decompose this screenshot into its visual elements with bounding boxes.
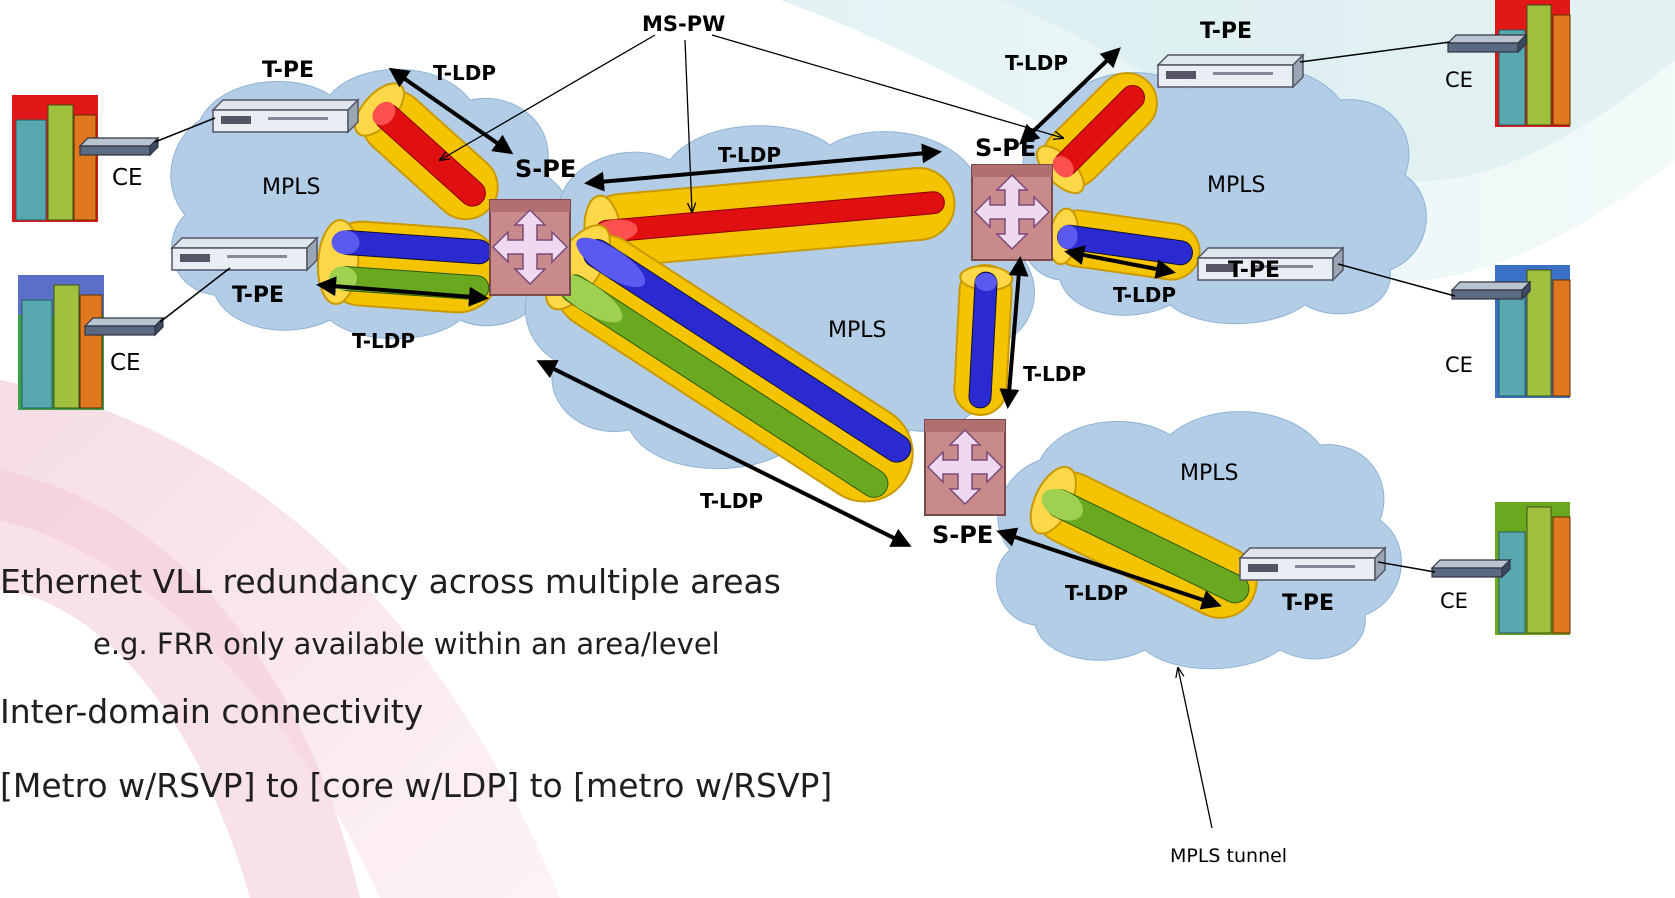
t-pe-router-icon [1156, 53, 1305, 89]
t-ldp-label: T-LDP [1113, 283, 1176, 307]
t-pe-router-icon [211, 98, 360, 134]
mpls-tunnel-callout [1178, 668, 1213, 829]
t-ldp-label: T-LDP [1065, 581, 1128, 605]
s-pe-switch-icon [924, 419, 1006, 516]
diagram-labels: MS-PW T-PE T-PE T-PE T-PE T-PE S-PE S-PE… [110, 12, 1473, 867]
t-pe-router-icon [170, 236, 319, 272]
ce-modem-icon [1450, 280, 1532, 301]
bullet-frr-note: e.g. FRR only available within an area/l… [93, 627, 720, 661]
mpls-tunnel-label: MPLS tunnel [1170, 845, 1287, 867]
building-icon [18, 275, 104, 410]
ce-modem-icon [78, 136, 160, 157]
t-pe-router-icon [1238, 546, 1387, 582]
building-icon [1495, 0, 1571, 127]
t-pe-label: T-PE [232, 283, 284, 308]
ce-label: CE [1445, 353, 1473, 377]
mpls-label: MPLS [262, 175, 320, 200]
ce-modem-icon [1430, 558, 1512, 579]
ce-label: CE [1445, 68, 1473, 92]
t-pe-label: T-PE [262, 58, 314, 83]
bullet-vll-redundancy: Ethernet VLL redundancy across multiple … [0, 562, 781, 601]
s-pe-label: S-PE [932, 521, 993, 549]
s-pe-label: S-PE [515, 155, 576, 183]
t-ldp-label: T-LDP [433, 61, 496, 85]
ce-modem-icon [83, 316, 165, 337]
bullet-metro-core: [Metro w/RSVP] to [core w/LDP] to [metro… [0, 766, 833, 805]
ce-label: CE [112, 165, 143, 191]
bullet-inter-domain: Inter-domain connectivity [0, 692, 424, 731]
building-icon [12, 95, 98, 222]
ce-label: CE [1440, 589, 1468, 613]
ce-label: CE [110, 350, 141, 376]
ce-modem-icon [1446, 33, 1528, 54]
s-pe-switch-icon [971, 164, 1053, 261]
t-pe-label: T-PE [1200, 19, 1252, 44]
t-ldp-label: T-LDP [1005, 51, 1068, 75]
tunnel-center-top [583, 167, 956, 269]
t-ldp-label: T-LDP [352, 329, 415, 353]
mpls-label: MPLS [1180, 461, 1238, 486]
tunnel-vertical [953, 264, 1014, 416]
ms-pw-label: MS-PW [642, 12, 725, 36]
t-ldp-label: T-LDP [718, 143, 781, 167]
s-pe-label: S-PE [975, 134, 1036, 162]
t-pe-label: T-PE [1228, 258, 1280, 283]
t-ldp-label: T-LDP [1023, 362, 1086, 386]
s-pe-switch-icon [489, 199, 571, 296]
t-ldp-label: T-LDP [700, 489, 763, 513]
ce-links [154, 41, 1456, 573]
t-pe-label: T-PE [1282, 591, 1334, 616]
t-ldp-arrows [316, 47, 1222, 610]
mpls-label: MPLS [828, 318, 886, 343]
tunnel-left-lower [317, 219, 501, 314]
mpls-label: MPLS [1207, 173, 1265, 198]
